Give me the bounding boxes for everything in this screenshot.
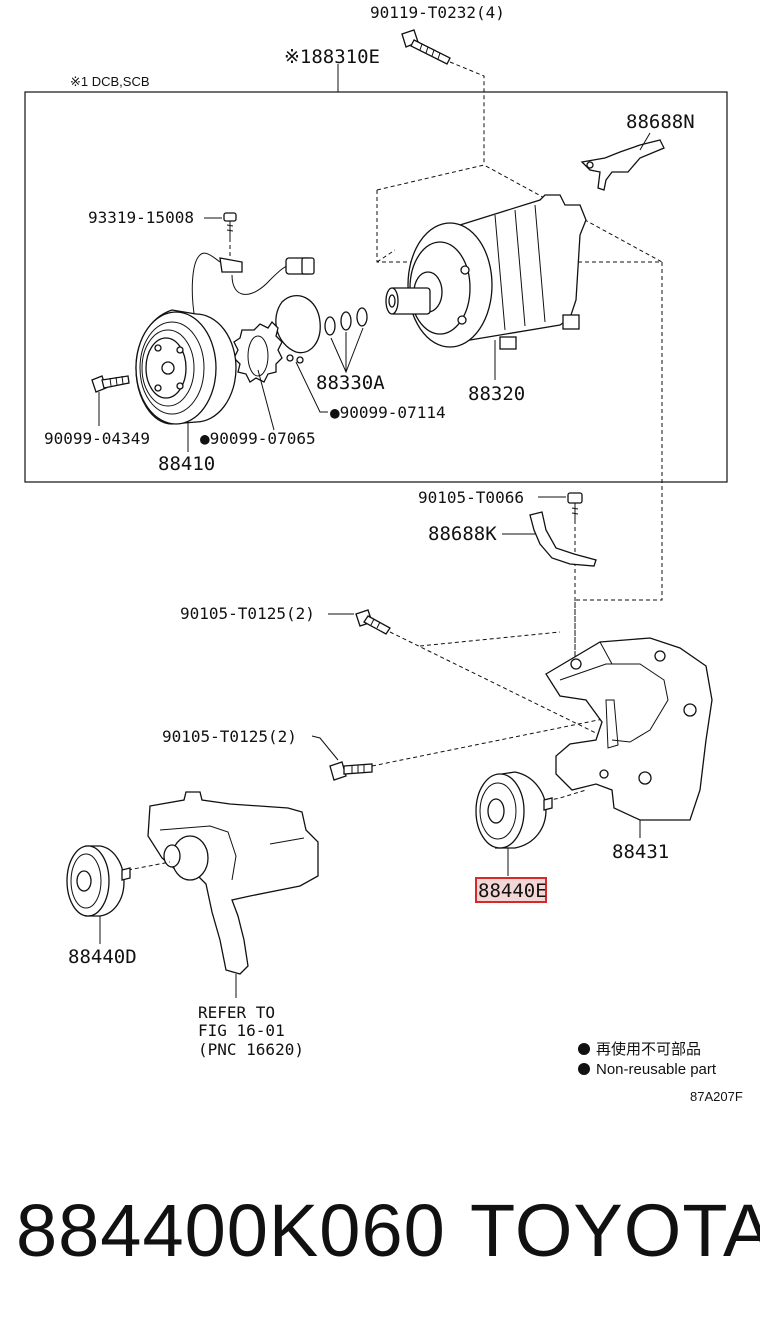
clutch-pulley-part[interactable] bbox=[135, 309, 237, 425]
legend-bullet-en bbox=[578, 1063, 590, 1075]
clutch-wire bbox=[191, 252, 315, 321]
bracket-n-part[interactable] bbox=[580, 139, 665, 191]
inner-ring-part[interactable] bbox=[233, 320, 283, 383]
pulley-d-part[interactable] bbox=[66, 845, 131, 917]
bolt-lower-part[interactable] bbox=[329, 761, 373, 781]
compressor-dashed-box bbox=[376, 190, 663, 660]
label-bracket-n[interactable]: 88688N bbox=[626, 111, 695, 133]
legend-bullet-jp bbox=[578, 1043, 590, 1055]
label-refer-2[interactable]: FIG 16-01 bbox=[198, 1021, 285, 1040]
footer-brand: TOYOTA bbox=[470, 1189, 760, 1272]
label-assembly-note: ※1 DCB,SCB bbox=[70, 74, 150, 89]
label-shims[interactable]: 88330A bbox=[316, 372, 385, 394]
label-inner-ring[interactable]: ●90099-07065 bbox=[200, 429, 316, 448]
bracket-k-part[interactable] bbox=[529, 511, 597, 567]
figure-code: 87A207F bbox=[690, 1089, 743, 1104]
bolt-upper-part[interactable] bbox=[355, 609, 391, 635]
shims-part[interactable] bbox=[324, 307, 368, 336]
label-bracket-k[interactable]: 88688K bbox=[428, 523, 497, 545]
assembly-frame bbox=[24, 91, 728, 483]
bolt-top-part[interactable] bbox=[401, 29, 451, 65]
label-snap-ring[interactable]: ●90099-07114 bbox=[330, 403, 446, 422]
label-bolt-lower[interactable]: 90105-T0125(2) bbox=[162, 727, 297, 746]
snap-ring-part[interactable] bbox=[275, 294, 321, 364]
label-assembly[interactable]: ※188310E bbox=[284, 46, 380, 68]
label-refer-3: (PNC 16620) bbox=[198, 1040, 304, 1059]
label-clutch[interactable]: 88410 bbox=[158, 453, 215, 475]
label-bracket-main[interactable]: 88431 bbox=[612, 841, 669, 863]
label-pulley-d[interactable]: 88440D bbox=[68, 946, 137, 968]
pulley-e-highlight bbox=[475, 877, 547, 903]
compressor-part[interactable] bbox=[385, 194, 587, 350]
bracket-main-part[interactable] bbox=[545, 637, 713, 821]
label-bolt-top[interactable]: 90119-T0232(4) bbox=[370, 3, 505, 22]
label-clutch-bolt[interactable]: 90099-04349 bbox=[44, 429, 150, 448]
label-pulley-e[interactable]: 88440E bbox=[478, 880, 547, 902]
label-bolt-upper[interactable]: 90105-T0125(2) bbox=[180, 604, 315, 623]
legend-text-jp: 再使用不可部品 bbox=[596, 1041, 701, 1058]
label-bolt-bracket[interactable]: 90105-T0066 bbox=[418, 488, 524, 507]
refer-bracket-part[interactable] bbox=[147, 791, 319, 975]
pulley-e-part[interactable] bbox=[475, 771, 553, 849]
label-compressor[interactable]: 88320 bbox=[468, 383, 525, 405]
label-screw-clutch[interactable]: 93319-15008 bbox=[88, 208, 194, 227]
parts-diagram: 90119-T0232(4) ※188310E ※1 DCB,SCB 88688… bbox=[24, 3, 743, 1104]
footer-part-number: 884400K060 bbox=[16, 1189, 446, 1272]
bolt-top-dashed-path bbox=[449, 61, 485, 165]
legend-text-en: Non-reusable part bbox=[596, 1061, 717, 1078]
label-refer-1: REFER TO bbox=[198, 1003, 275, 1022]
screw-clutch-part[interactable] bbox=[223, 212, 237, 238]
clutch-bolt-part[interactable] bbox=[91, 375, 130, 393]
bolt-bracket-part[interactable] bbox=[567, 492, 583, 520]
